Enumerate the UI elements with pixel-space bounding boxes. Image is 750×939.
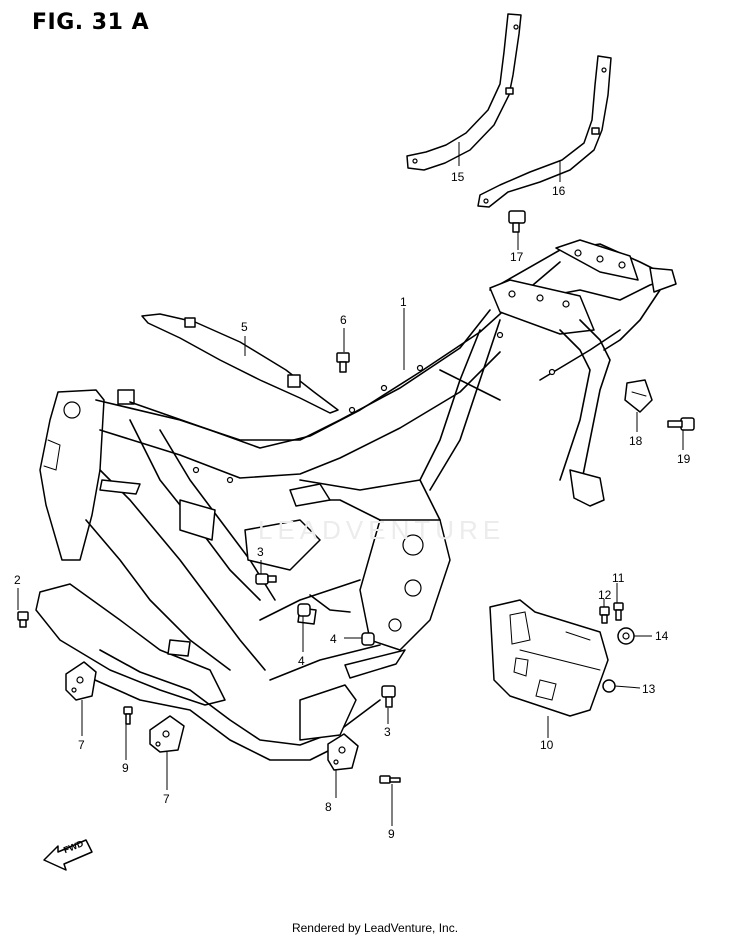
callout-3-lower: 3	[384, 725, 391, 739]
part-17-bolt	[508, 210, 526, 233]
leader-lines	[17, 142, 684, 826]
callout-11: 11	[612, 571, 625, 585]
figure-title: FIG. 31 A	[32, 10, 150, 35]
callout-8: 8	[325, 800, 332, 814]
part-2-bolt	[17, 611, 29, 628]
callout-7-left: 7	[78, 738, 85, 752]
part-5-stay	[141, 313, 339, 414]
callout-3-upper: 3	[257, 545, 264, 559]
part-16-grab-bar	[477, 55, 612, 208]
callout-7-center: 7	[163, 792, 170, 806]
callout-4-lower: 4	[330, 632, 337, 646]
watermark: LEADVENTURE	[258, 515, 506, 545]
callout-12: 12	[598, 588, 612, 602]
callout-9-left: 9	[122, 761, 129, 775]
part-3-bolt-upper	[255, 573, 277, 585]
part-19-bolt	[667, 417, 695, 431]
fwd-arrow-icon	[43, 839, 93, 871]
callout-4-upper: 4	[298, 654, 305, 668]
callout-19: 19	[677, 452, 691, 466]
callout-10: 10	[540, 738, 554, 752]
part-6-bolt	[336, 352, 350, 373]
part-18-clamp	[624, 379, 653, 413]
callout-9-right: 9	[388, 827, 395, 841]
callout-18: 18	[629, 434, 643, 448]
part-15-grab-bar	[406, 13, 522, 171]
callout-6: 6	[340, 313, 347, 327]
footer-credit: Rendered by LeadVenture, Inc.	[291, 921, 459, 935]
part-9-bolt-left	[123, 706, 133, 725]
callout-1: 1	[400, 295, 407, 309]
part-7-bracket-center	[149, 715, 185, 753]
callout-5: 5	[241, 320, 248, 334]
part-7-bracket-left	[65, 661, 97, 701]
callout-17: 17	[510, 250, 524, 264]
callout-15: 15	[451, 170, 465, 184]
part-14-grommet	[617, 627, 635, 645]
part-13-cushion	[602, 679, 616, 693]
part-1-main-frame	[35, 239, 677, 761]
part-10-holder	[489, 599, 609, 717]
callout-14: 14	[655, 629, 669, 643]
part-3-bolt-lower	[381, 685, 396, 708]
part-4-nut-upper	[297, 603, 311, 617]
callout-16: 16	[552, 184, 566, 198]
part-9-bolt-right	[379, 775, 401, 784]
part-11-screw	[613, 602, 624, 621]
part-12-washer	[599, 606, 610, 624]
callout-13: 13	[642, 682, 656, 696]
part-8-bracket	[327, 733, 359, 771]
callout-2: 2	[14, 573, 21, 587]
part-4-nut-lower	[361, 632, 375, 646]
